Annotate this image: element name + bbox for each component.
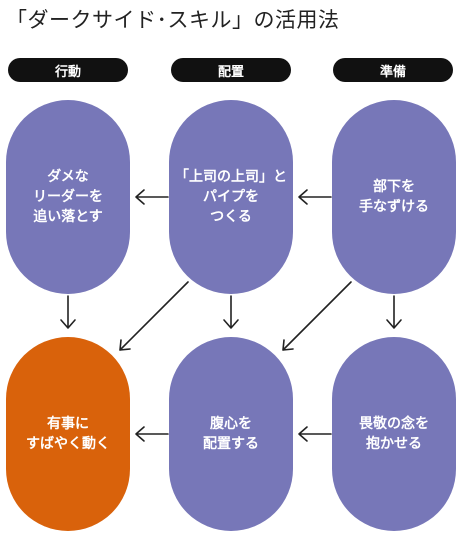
header-action: 行動 (8, 58, 128, 82)
node-act-fast-in-crisis: 有事に すばやく動く (6, 337, 130, 531)
arrow-down-right (386, 295, 402, 329)
node-build-pipe-to-boss: 「上司の上司」と パイプを つくる (169, 100, 293, 294)
arrow-down-center (223, 295, 239, 329)
header-placement: 配置 (171, 58, 291, 82)
node-win-over-subordinates: 部下を 手なずける (332, 100, 456, 294)
page-title: 「ダークサイド･スキル」の活用法 (6, 8, 340, 32)
arrow-prep-to-placement-bottom (298, 426, 332, 442)
arrow-placement-to-action-bottom (135, 426, 169, 442)
node-place-confidant: 腹心を 配置する (169, 337, 293, 531)
arrow-diagonal-right-to-center (282, 281, 352, 351)
arrow-placement-to-action-top (135, 189, 169, 205)
node-inspire-awe: 畏敬の念を 抱かせる (332, 337, 456, 531)
arrow-diagonal-center-to-left (119, 281, 189, 351)
arrow-prep-to-placement-top (298, 189, 332, 205)
node-oust-bad-leader: ダメな リーダーを 追い落とす (6, 100, 130, 294)
arrow-down-left (60, 295, 76, 329)
header-preparation: 準備 (333, 58, 453, 82)
